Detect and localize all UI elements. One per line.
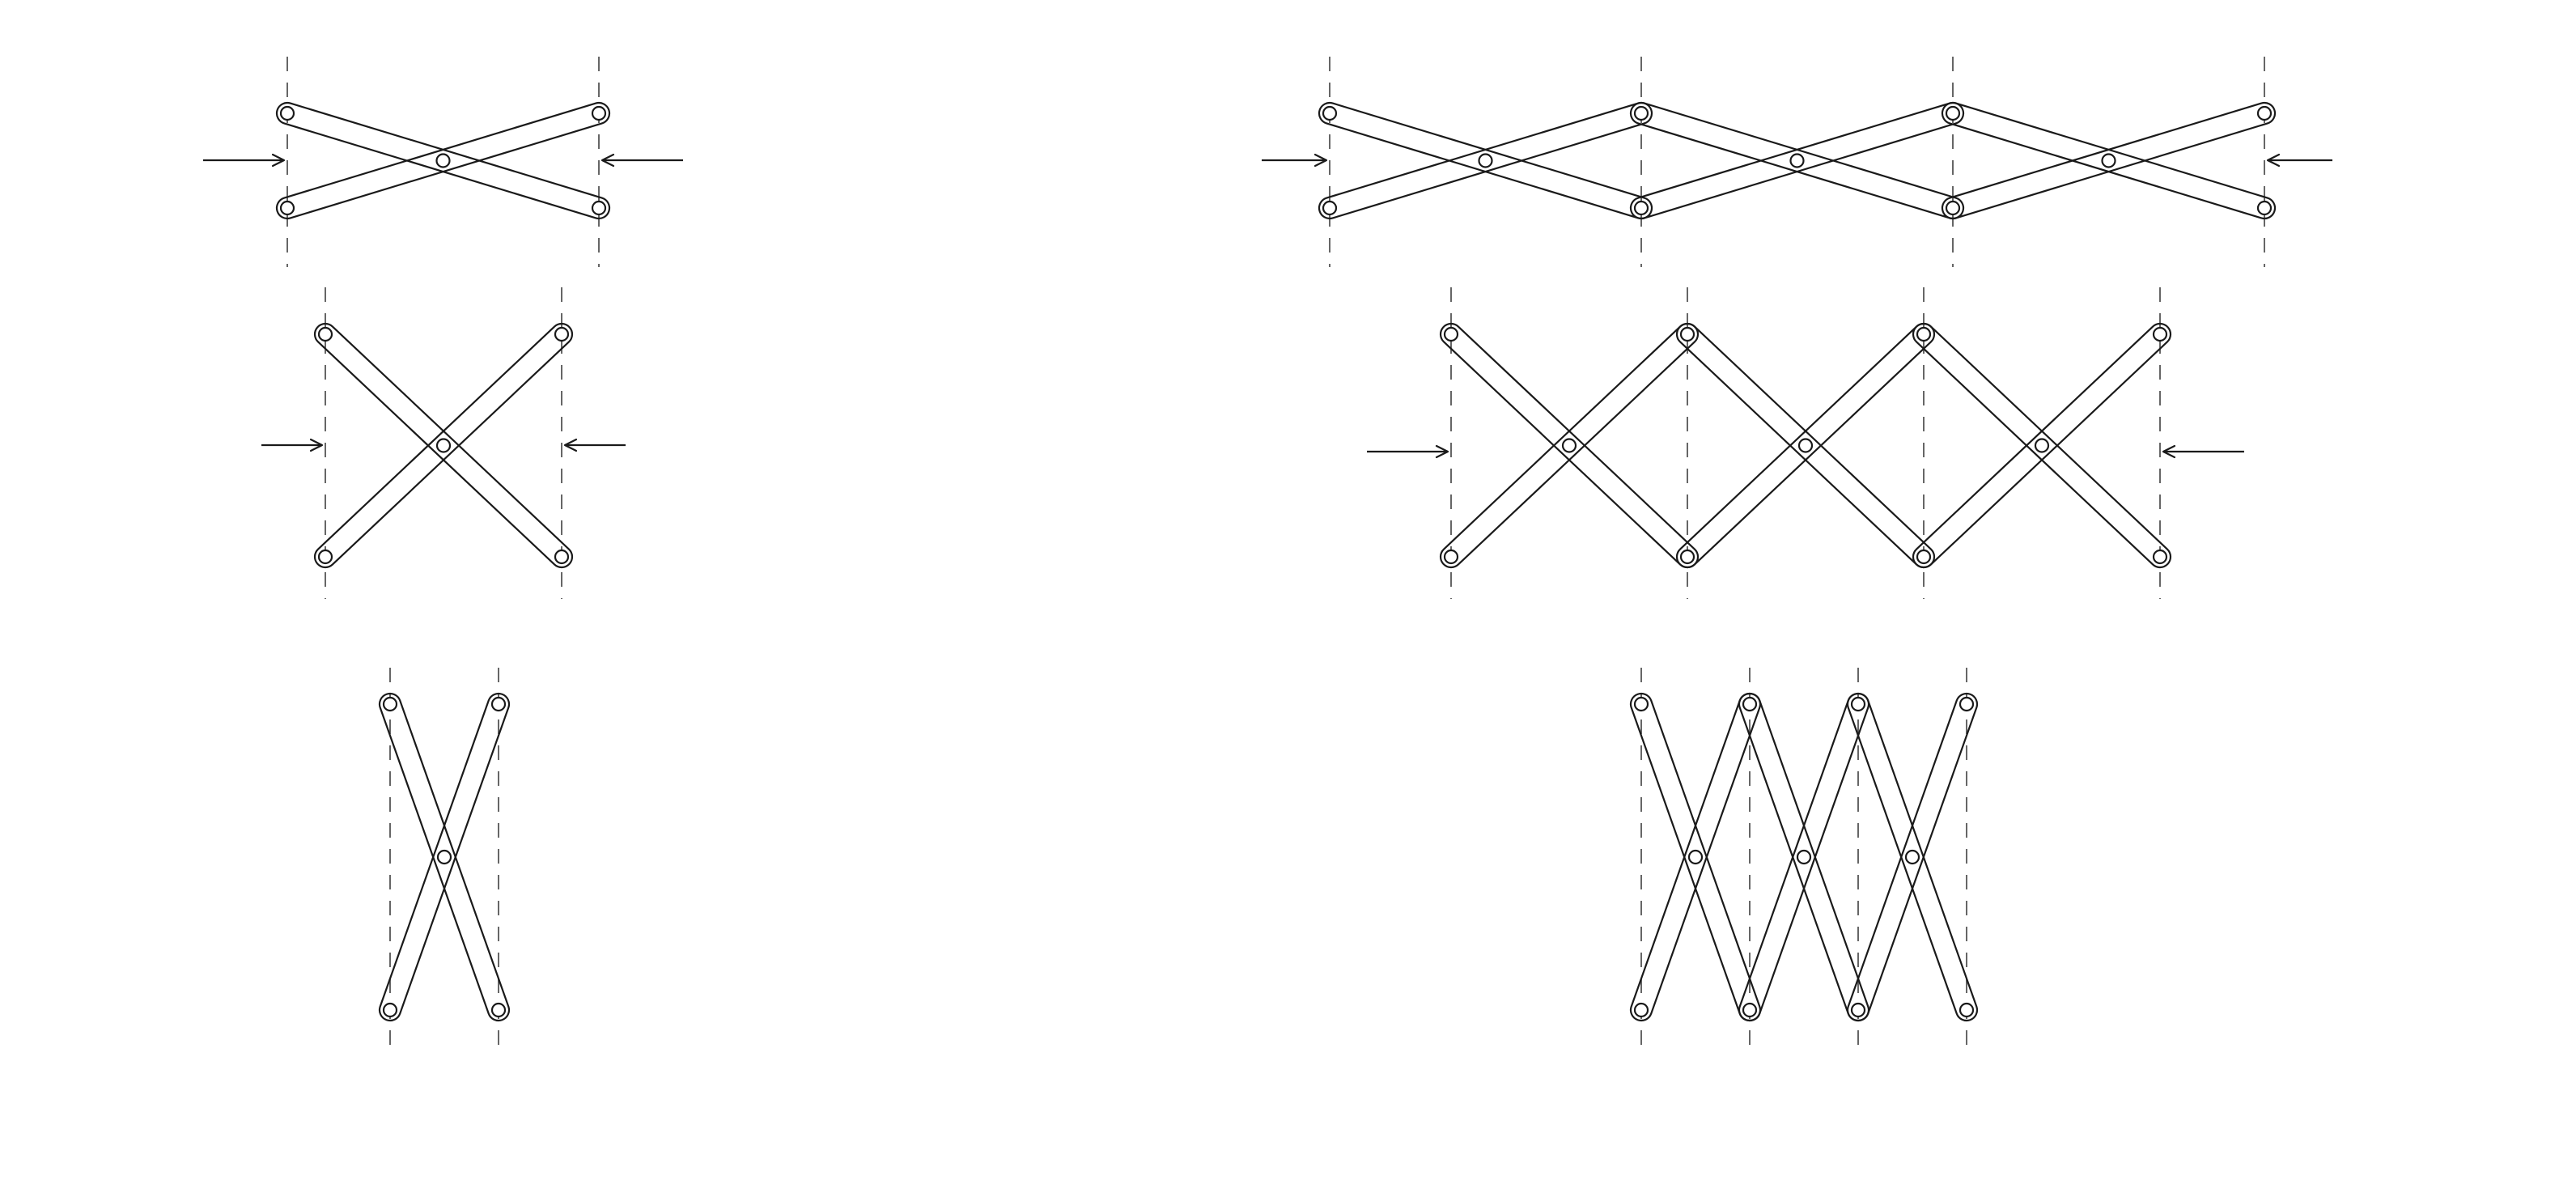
- pivot-center-0: [435, 438, 452, 453]
- force-arrow-left: [1367, 444, 1449, 459]
- link-bar-up-2: [1912, 323, 2171, 568]
- arrow-head: [271, 153, 286, 168]
- pivot-top-3: [2256, 105, 2273, 121]
- pivot-top-1: [1633, 105, 1649, 121]
- link-bar-down-0: [276, 101, 610, 220]
- pivot-bottom-2: [1916, 549, 1932, 565]
- pivot-top-2: [1945, 105, 1961, 121]
- pivot-top-1: [1679, 326, 1695, 342]
- pivot-bottom-0: [1443, 549, 1459, 565]
- link-bar-up-2: [1847, 693, 1978, 1021]
- pivot-top-0: [382, 696, 398, 712]
- pivot-bottom-1: [1633, 200, 1649, 216]
- arrow-head: [309, 438, 324, 452]
- force-arrow-right: [601, 153, 683, 168]
- pivot-bottom-3: [2152, 549, 2168, 565]
- link-bar-down-2: [1847, 693, 1978, 1021]
- pivot-center-0: [1478, 153, 1493, 168]
- arrow-head: [1313, 153, 1328, 168]
- pivot-top-1: [1742, 696, 1758, 712]
- pivot-bottom-1: [591, 200, 607, 216]
- pivot-bottom-0: [1633, 1002, 1649, 1018]
- pivot-bottom-0: [279, 200, 295, 216]
- link-bar-up-0: [379, 692, 511, 1021]
- pivot-bottom-0: [382, 1002, 398, 1018]
- link-bar-down-2: [1942, 101, 2276, 220]
- arrow-head: [2266, 153, 2281, 168]
- pivot-bottom-1: [554, 549, 570, 565]
- force-arrow-right: [2266, 153, 2332, 168]
- link-bar-down-0: [378, 692, 510, 1021]
- pivot-bottom-2: [1945, 200, 1961, 216]
- pivot-center-1: [1796, 849, 1812, 865]
- pivot-bottom-3: [2256, 200, 2273, 216]
- pivot-center-1: [1797, 438, 1814, 453]
- pivot-top-0: [317, 326, 333, 342]
- triple-scissor-extended: [1262, 57, 2332, 267]
- pivot-bottom-3: [1959, 1002, 1975, 1018]
- force-arrow-right: [563, 438, 626, 452]
- force-arrow-left: [261, 438, 324, 452]
- pivot-top-1: [591, 105, 607, 121]
- pivot-top-2: [1850, 696, 1866, 712]
- pivot-center-2: [1904, 849, 1920, 865]
- pivot-bottom-2: [1850, 1002, 1866, 1018]
- arrow-head: [563, 438, 578, 452]
- pivot-center-1: [1789, 153, 1805, 168]
- link-bar-up-0: [313, 322, 574, 569]
- arrow-head: [2162, 444, 2176, 459]
- triple-scissor-compressed: [1630, 668, 1978, 1052]
- pivot-center-0: [1687, 849, 1704, 865]
- pivot-top-0: [279, 105, 295, 121]
- link-bar-up-2: [1942, 101, 2276, 220]
- link-bar-down-0: [313, 322, 574, 569]
- force-arrow-right: [2162, 444, 2244, 459]
- pivot-bottom-1: [1679, 549, 1695, 565]
- single-scissor-square: [261, 287, 626, 599]
- pivot-center-2: [2034, 438, 2050, 453]
- pivot-center-0: [435, 153, 451, 168]
- pivot-center-0: [1561, 438, 1577, 453]
- pivot-bottom-0: [317, 549, 333, 565]
- force-arrow-left: [203, 153, 286, 168]
- panels-group: [203, 57, 2332, 1052]
- single-scissor-compressed: [378, 668, 511, 1052]
- pivot-bottom-1: [1742, 1002, 1758, 1018]
- pivot-top-1: [554, 326, 570, 342]
- pivot-top-0: [1443, 326, 1459, 342]
- pivot-center-0: [436, 849, 452, 865]
- pivot-top-0: [1322, 105, 1338, 121]
- pivot-center-2: [2101, 153, 2116, 168]
- pivot-top-2: [1916, 326, 1932, 342]
- link-bar-down-2: [1912, 323, 2171, 568]
- arrow-head: [601, 153, 615, 168]
- pivot-top-3: [1959, 696, 1975, 712]
- pivot-bottom-1: [490, 1002, 507, 1018]
- force-arrow-left: [1262, 153, 1328, 168]
- link-bar-up-0: [276, 101, 610, 220]
- pivot-top-3: [2152, 326, 2168, 342]
- pivot-top-0: [1633, 696, 1649, 712]
- single-scissor-extended: [203, 57, 683, 267]
- triple-scissor-square: [1367, 287, 2244, 599]
- arrow-head: [1435, 444, 1449, 459]
- pivot-top-1: [490, 696, 507, 712]
- pivot-bottom-0: [1322, 200, 1338, 216]
